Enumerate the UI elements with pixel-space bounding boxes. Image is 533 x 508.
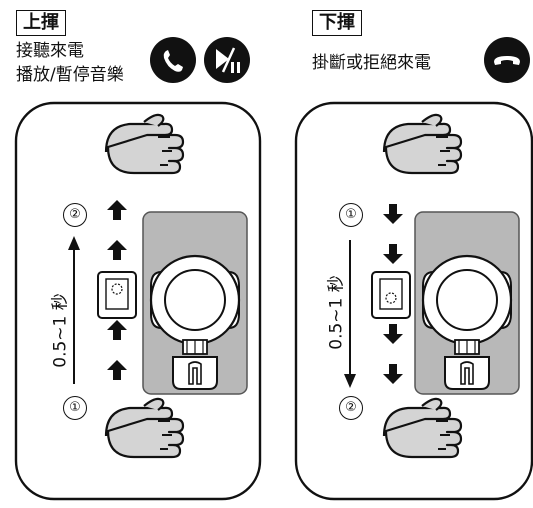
left-step-start-label: ①	[63, 396, 87, 420]
right-arrow-1	[383, 204, 403, 224]
left-step-end-label: ②	[63, 203, 87, 227]
right-car-mount	[413, 210, 521, 396]
left-sensor-module	[97, 271, 137, 319]
phone-hangup-icon[interactable]	[484, 37, 530, 83]
left-arrow-2	[107, 240, 127, 260]
left-hand-top	[104, 113, 185, 175]
right-timing-label: 0.5~1 秒	[326, 275, 347, 350]
right-description-line-1: 掛斷或拒絕來電	[312, 53, 431, 73]
right-arrow-2	[383, 244, 403, 264]
play-pause-icon[interactable]	[204, 37, 250, 83]
left-arrow-1	[107, 200, 127, 220]
right-arrow-3	[383, 324, 403, 344]
left-description-line-1: 接聽來電	[16, 41, 84, 61]
left-timing-label: 0.5~1 秒	[50, 293, 71, 368]
left-description-line-2: 播放/暫停音樂	[16, 65, 124, 85]
phone-answer-icon[interactable]	[150, 37, 196, 83]
left-arrow-3	[107, 320, 127, 340]
right-hand-top	[382, 113, 463, 175]
right-hand-bottom	[382, 397, 463, 459]
left-panel-title: 上揮	[16, 10, 66, 36]
right-sensor-module	[371, 271, 411, 319]
left-hand-bottom	[104, 397, 185, 459]
right-step-start-label: ①	[339, 203, 363, 227]
left-timing-arrowhead	[68, 236, 80, 250]
right-timing-arrowhead	[344, 374, 356, 388]
right-step-end-label: ②	[339, 396, 363, 420]
left-arrow-4	[107, 360, 127, 380]
right-arrow-4	[383, 364, 403, 384]
left-car-mount	[141, 210, 249, 396]
right-panel-title: 下揮	[312, 10, 362, 36]
